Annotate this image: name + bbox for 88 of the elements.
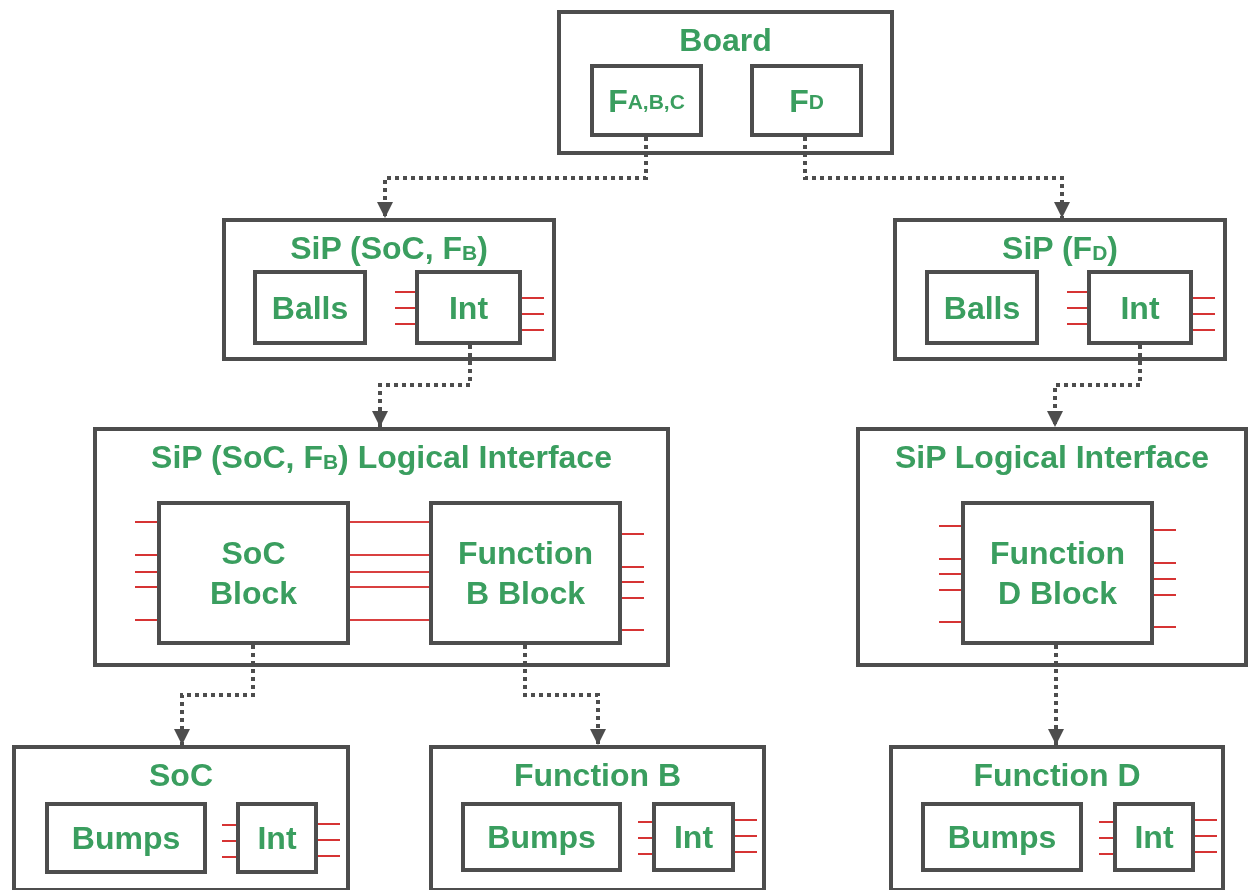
pin-line — [317, 839, 341, 841]
block-box: Balls — [253, 270, 367, 345]
pin-line — [1192, 297, 1216, 299]
block-box: Int — [1113, 802, 1195, 872]
pin-line — [938, 573, 962, 575]
pin-line — [1098, 837, 1114, 839]
block-box: Function B Block — [429, 501, 622, 645]
pin-line — [1066, 323, 1088, 325]
arrow — [523, 645, 606, 745]
block-box: Int — [652, 802, 735, 872]
pin-line — [1192, 329, 1216, 331]
block-box: Bumps — [461, 802, 622, 872]
pin-line — [734, 835, 758, 837]
pin-line — [1194, 835, 1218, 837]
pin-line — [938, 558, 962, 560]
pin-line — [317, 855, 341, 857]
block-box: Int — [236, 802, 318, 874]
pin-line — [134, 586, 158, 588]
arrow — [377, 137, 648, 218]
pin-line — [637, 821, 653, 823]
pin-line — [521, 329, 545, 331]
group-box — [429, 745, 766, 890]
pin-line — [394, 291, 416, 293]
group-title: Function B — [512, 757, 683, 793]
group-box — [93, 427, 670, 667]
pin-line — [938, 621, 962, 623]
arrow — [803, 137, 1070, 218]
block-box: Int — [415, 270, 522, 345]
pin-line — [1066, 291, 1088, 293]
arrow — [372, 345, 472, 427]
signal-line — [349, 521, 430, 523]
pin-line — [1194, 851, 1218, 853]
pin-line — [938, 525, 962, 527]
pin-line — [394, 307, 416, 309]
group-title: SiP Logical Interface — [893, 439, 1211, 475]
pin-line — [1098, 853, 1114, 855]
arrow — [1047, 345, 1142, 427]
group-box — [856, 427, 1248, 667]
pin-line — [134, 521, 158, 523]
pin-line — [134, 554, 158, 556]
pin-line — [221, 856, 237, 858]
pin-line — [734, 819, 758, 821]
group-title: Function D — [972, 757, 1142, 793]
pin-line — [1153, 529, 1177, 531]
pin-line — [134, 571, 158, 573]
group-box — [12, 745, 350, 890]
pin-line — [621, 533, 645, 535]
signal-line — [349, 619, 430, 621]
group-title: Board — [678, 22, 773, 58]
pin-line — [621, 629, 645, 631]
pin-line — [637, 837, 653, 839]
group-title: SoC — [148, 757, 214, 793]
pin-line — [317, 823, 341, 825]
pin-line — [1153, 578, 1177, 580]
pin-line — [1153, 562, 1177, 564]
arrow — [1048, 645, 1064, 745]
block-box: SoC Block — [157, 501, 350, 645]
pin-line — [637, 853, 653, 855]
pin-line — [1153, 594, 1177, 596]
pin-line — [221, 824, 237, 826]
pin-line — [621, 581, 645, 583]
pin-line — [1192, 313, 1216, 315]
group-box — [222, 218, 556, 361]
block-box: Bumps — [45, 802, 207, 874]
pin-line — [938, 589, 962, 591]
pin-line — [521, 297, 545, 299]
pin-line — [1098, 821, 1114, 823]
group-box — [889, 745, 1225, 890]
signal-line — [349, 571, 430, 573]
pin-line — [734, 851, 758, 853]
pin-line — [221, 840, 237, 842]
arrow — [174, 645, 255, 745]
signal-line — [349, 586, 430, 588]
signal-line — [349, 554, 430, 556]
block-box: Int — [1087, 270, 1193, 345]
block-box: Bumps — [921, 802, 1083, 872]
block-box: Balls — [925, 270, 1039, 345]
block-box: Function D Block — [961, 501, 1154, 645]
pin-line — [134, 619, 158, 621]
group-box — [557, 10, 894, 155]
pin-line — [1153, 626, 1177, 628]
pin-line — [394, 323, 416, 325]
pin-line — [521, 313, 545, 315]
pin-line — [621, 566, 645, 568]
group-box — [893, 218, 1227, 361]
pin-line — [1066, 307, 1088, 309]
pin-line — [621, 597, 645, 599]
pin-line — [1194, 819, 1218, 821]
